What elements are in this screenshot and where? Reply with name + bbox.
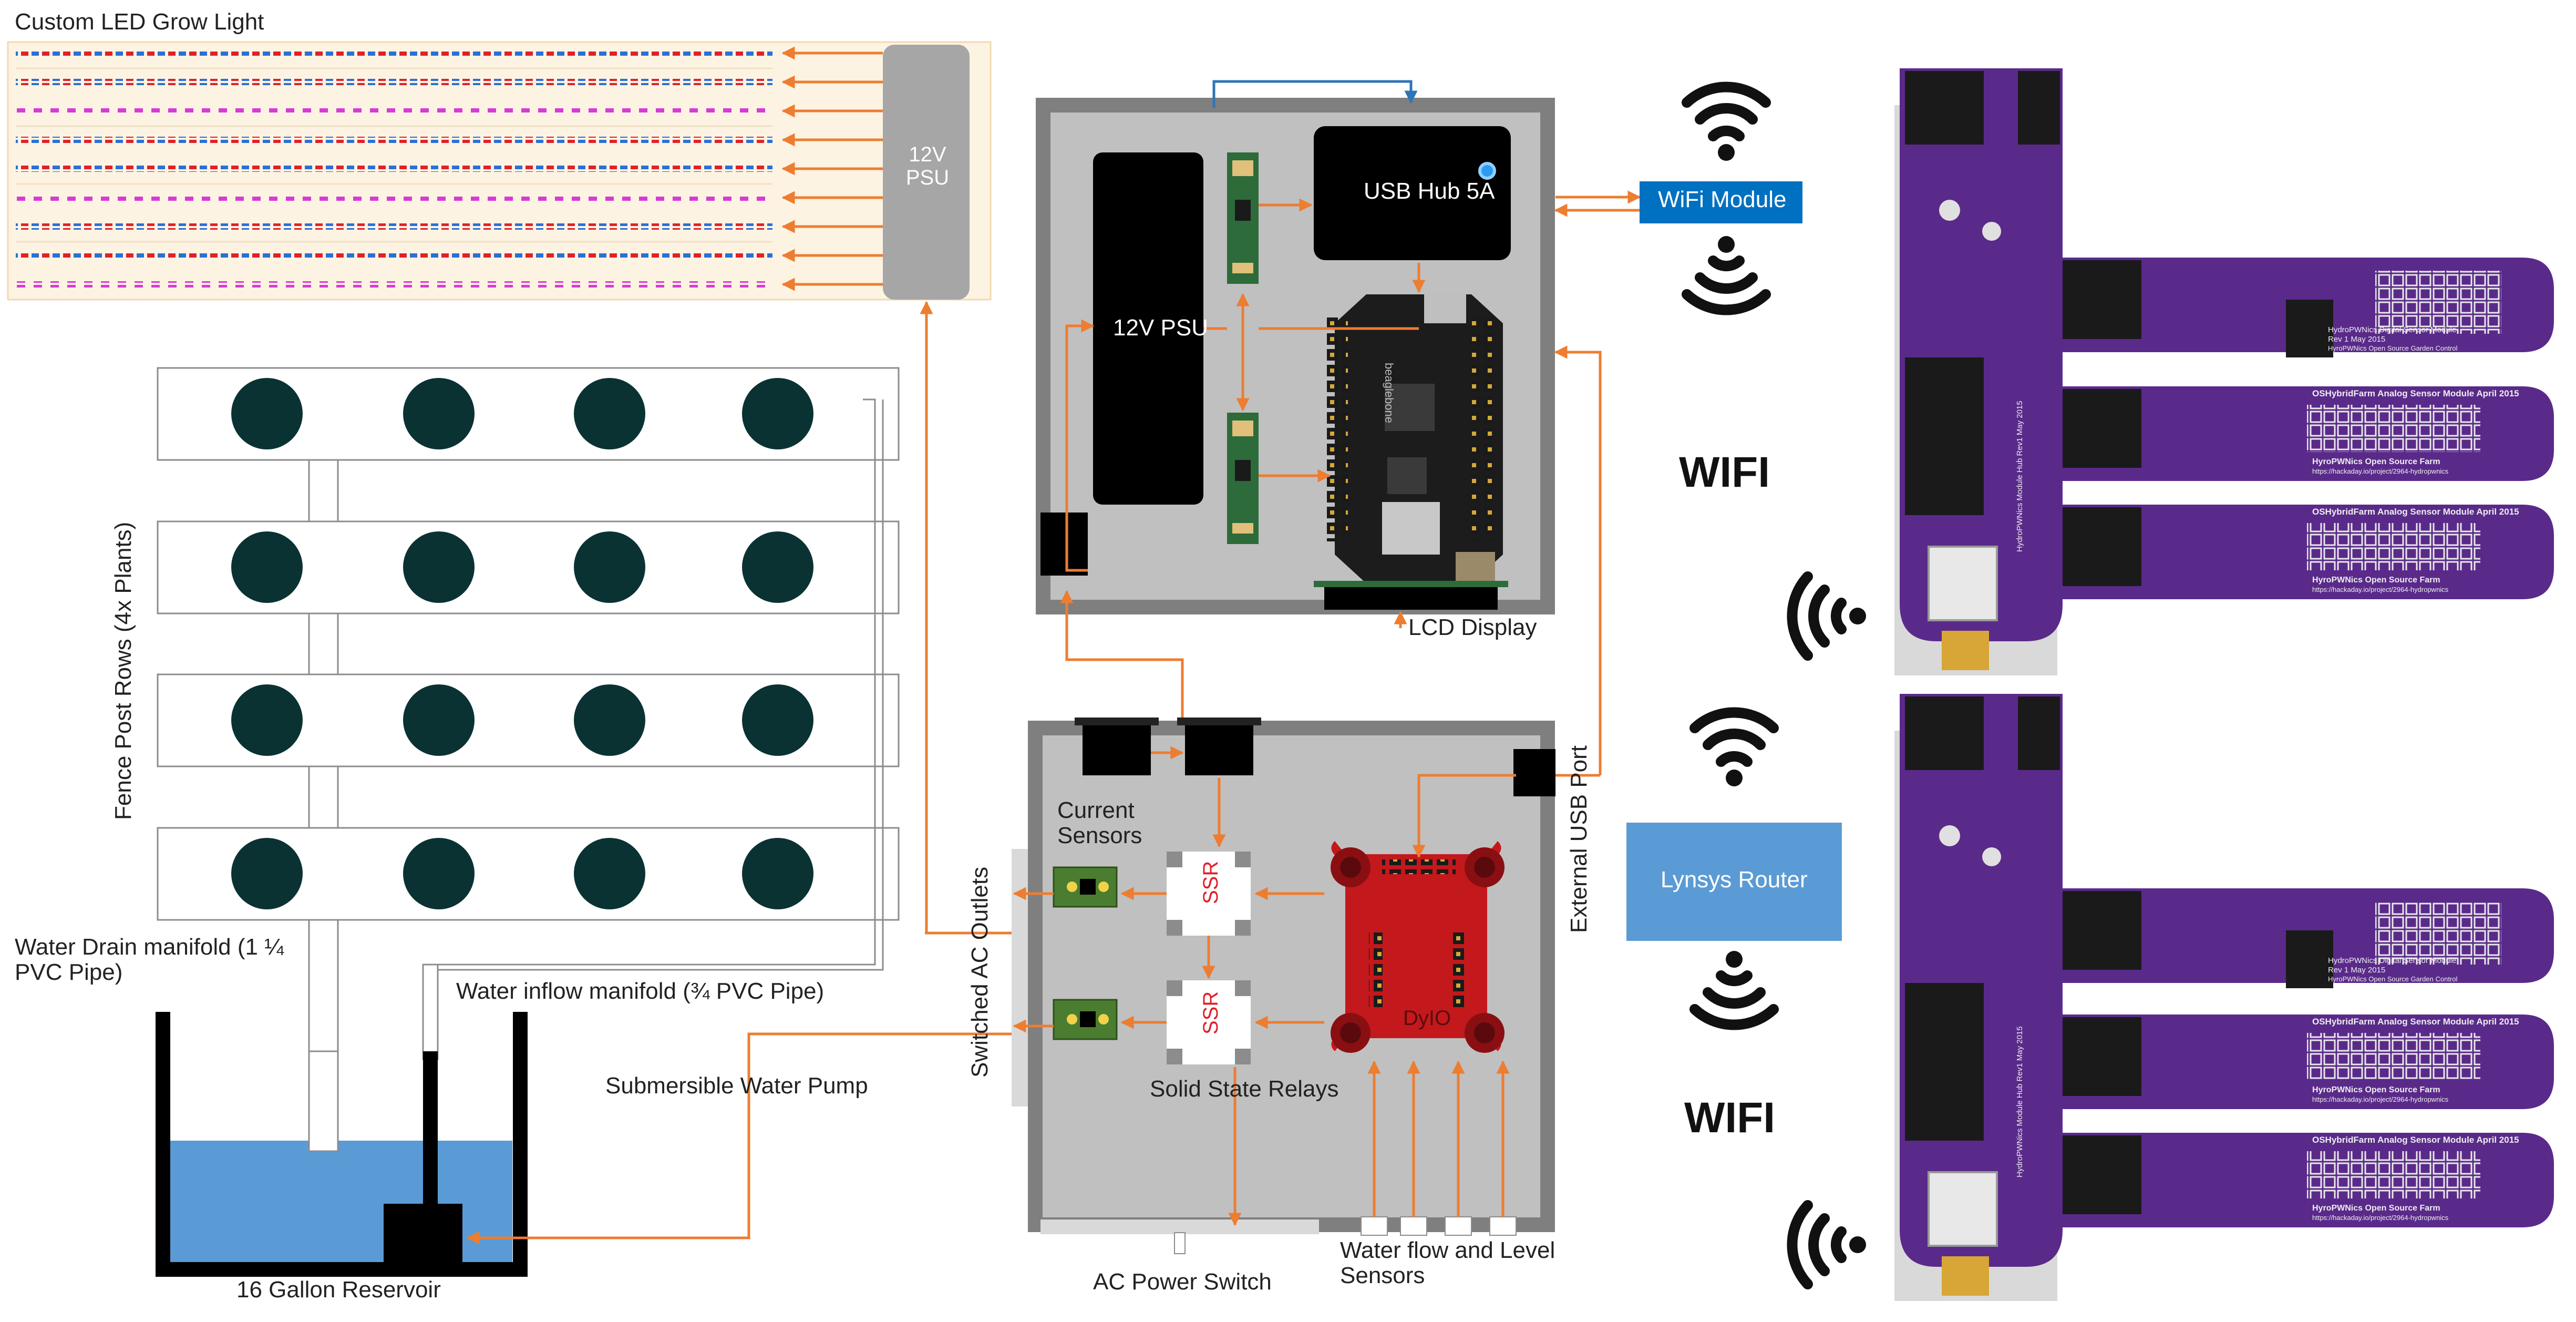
wifi-label-bottom: WIFI xyxy=(1684,1094,1776,1142)
pcb-stack-top xyxy=(1894,68,2554,675)
digital-module-rev: Rev 1 May 2015 xyxy=(2328,335,2386,344)
led-indicator-icon xyxy=(1478,162,1496,180)
analog-module-2-url: https://hackaday.io/project/2964-hydropw… xyxy=(2312,586,2449,593)
wifi-icon xyxy=(1695,951,1774,1025)
current-sensor-1 xyxy=(1053,866,1118,908)
analog-module-4-sub: HyroPWNics Open Source Farm xyxy=(2312,1204,2440,1213)
water-sensors xyxy=(1361,1216,1517,1236)
wifi-link-arrows xyxy=(1554,190,1641,775)
beaglebone-label: beaglebone xyxy=(1383,363,1396,424)
analog-module-2-sub: HyroPWNics Open Source Farm xyxy=(2312,576,2440,585)
reservoir-label: 16 Gallon Reservoir xyxy=(236,1277,441,1303)
ssr-2-label: SSR xyxy=(1199,991,1222,1034)
current-sensor-2 xyxy=(1053,999,1118,1040)
wifi-icon xyxy=(1792,577,1866,655)
drain-manifold-label: Water Drain manifold (1 ¼ PVC Pipe) xyxy=(15,934,284,986)
psu-top-label: 12V PSU xyxy=(905,143,950,189)
digital-module-sub-2: HyroPWNics Open Source Garden Control xyxy=(2328,975,2458,983)
usb-hub xyxy=(1314,126,1511,260)
digital-module-sub: HyroPWNics Open Source Garden Control xyxy=(2328,344,2458,352)
psu-box-label: 12V PSU xyxy=(1113,315,1208,341)
usb-hub-label: USB Hub 5A xyxy=(1364,178,1495,204)
ssr-1 xyxy=(1167,852,1251,936)
ac-power-switch xyxy=(1174,1232,1186,1254)
beaglebone-board xyxy=(1327,292,1503,583)
digital-module-rev-2: Rev 1 May 2015 xyxy=(2328,966,2386,975)
analog-module-1-title: OSHybridFarm Analog Sensor Module April … xyxy=(2312,388,2519,398)
external-usb-port xyxy=(1513,749,1555,796)
grow-light-label: Custom LED Grow Light xyxy=(15,9,264,35)
hub-title-bottom: HydroPWNics Module Hub Rev1 May 2015 xyxy=(2015,1026,2024,1177)
fence-post-rows xyxy=(157,367,900,1152)
enclosure-power-arrows xyxy=(1065,198,1426,628)
ssr-1-label: SSR xyxy=(1199,860,1222,904)
usb-loop xyxy=(1212,80,1418,108)
wifi-icon xyxy=(1687,87,1766,161)
inflow-manifold-label: Water inflow manifold (¾ PVC Pipe) xyxy=(456,978,825,1004)
analog-module-3-url: https://hackaday.io/project/2964-hydropw… xyxy=(2312,1095,2449,1103)
lynsys-router xyxy=(1626,823,1842,941)
solid-state-relays-label: Solid State Relays xyxy=(1150,1076,1339,1102)
wifi-icon xyxy=(1687,236,1766,310)
wifi-icon xyxy=(1792,1205,1866,1284)
ac-power-switch-label: AC Power Switch xyxy=(1093,1269,1272,1295)
plants xyxy=(231,378,813,909)
analog-module-3-sub: HyroPWNics Open Source Farm xyxy=(2312,1085,2440,1094)
voltage-regulator-bottom xyxy=(1227,413,1259,544)
analog-module-4-url: https://hackaday.io/project/2964-hydropw… xyxy=(2312,1214,2449,1222)
digital-module-title: HydroPWNics Digital Sensor Module xyxy=(2328,325,2457,334)
wifi-icon xyxy=(1695,712,1774,786)
water-sensors-label: Water flow and Level Sensors xyxy=(1340,1237,1555,1289)
switched-outlets-label: Switched AC Outlets xyxy=(967,866,993,1078)
wifi-module xyxy=(1640,181,1802,223)
wifi-module-label: WiFi Module xyxy=(1658,187,1787,212)
dyio-board xyxy=(1331,841,1505,1053)
fence-rows-label: Fence Post Rows (4x Plants) xyxy=(110,521,136,820)
relay-arrows xyxy=(926,590,1600,1226)
pump-power-line xyxy=(466,1027,1050,1245)
hub-title-top: HydroPWNics Module Hub Rev1 May 2015 xyxy=(2015,401,2024,552)
reservoir xyxy=(156,1012,528,1277)
dyio-label: DyIO xyxy=(1403,1007,1451,1030)
analog-module-4-title: OSHybridFarm Analog Sensor Module April … xyxy=(2312,1135,2519,1145)
led-feed-arrows xyxy=(781,46,883,291)
control-enclosure xyxy=(1036,98,1555,614)
external-usb-label: External USB Port xyxy=(1566,745,1592,933)
relay-enclosure xyxy=(1012,718,1555,1254)
led-grow-light xyxy=(7,41,992,301)
voltage-regulator-top xyxy=(1227,152,1259,284)
digital-module-title-2: HydroPWNics Digital Sensor Module xyxy=(2328,956,2457,965)
led-strips xyxy=(16,50,772,288)
psu-top xyxy=(883,45,970,300)
water-pump xyxy=(384,1204,462,1264)
analog-module-3-title: OSHybridFarm Analog Sensor Module April … xyxy=(2312,1017,2519,1027)
psu-box xyxy=(1093,152,1203,505)
lcd-label: LCD Display xyxy=(1408,614,1537,640)
drain-pipe xyxy=(308,1050,339,1152)
pcb-stack-bottom xyxy=(1894,694,2554,1301)
lcd-display xyxy=(1324,583,1498,610)
analog-module-2-title: OSHybridFarm Analog Sensor Module April … xyxy=(2312,507,2519,517)
analog-module-1-sub: HyroPWNics Open Source Farm xyxy=(2312,457,2440,466)
ssr-2 xyxy=(1167,980,1251,1064)
pump-label: Submersible Water Pump xyxy=(605,1073,868,1099)
analog-module-1-url: https://hackaday.io/project/2964-hydropw… xyxy=(2312,467,2449,475)
wifi-label-top: WIFI xyxy=(1679,448,1770,496)
current-sensors-label: Current Sensors xyxy=(1057,797,1142,849)
router-label: Lynsys Router xyxy=(1661,867,1808,893)
